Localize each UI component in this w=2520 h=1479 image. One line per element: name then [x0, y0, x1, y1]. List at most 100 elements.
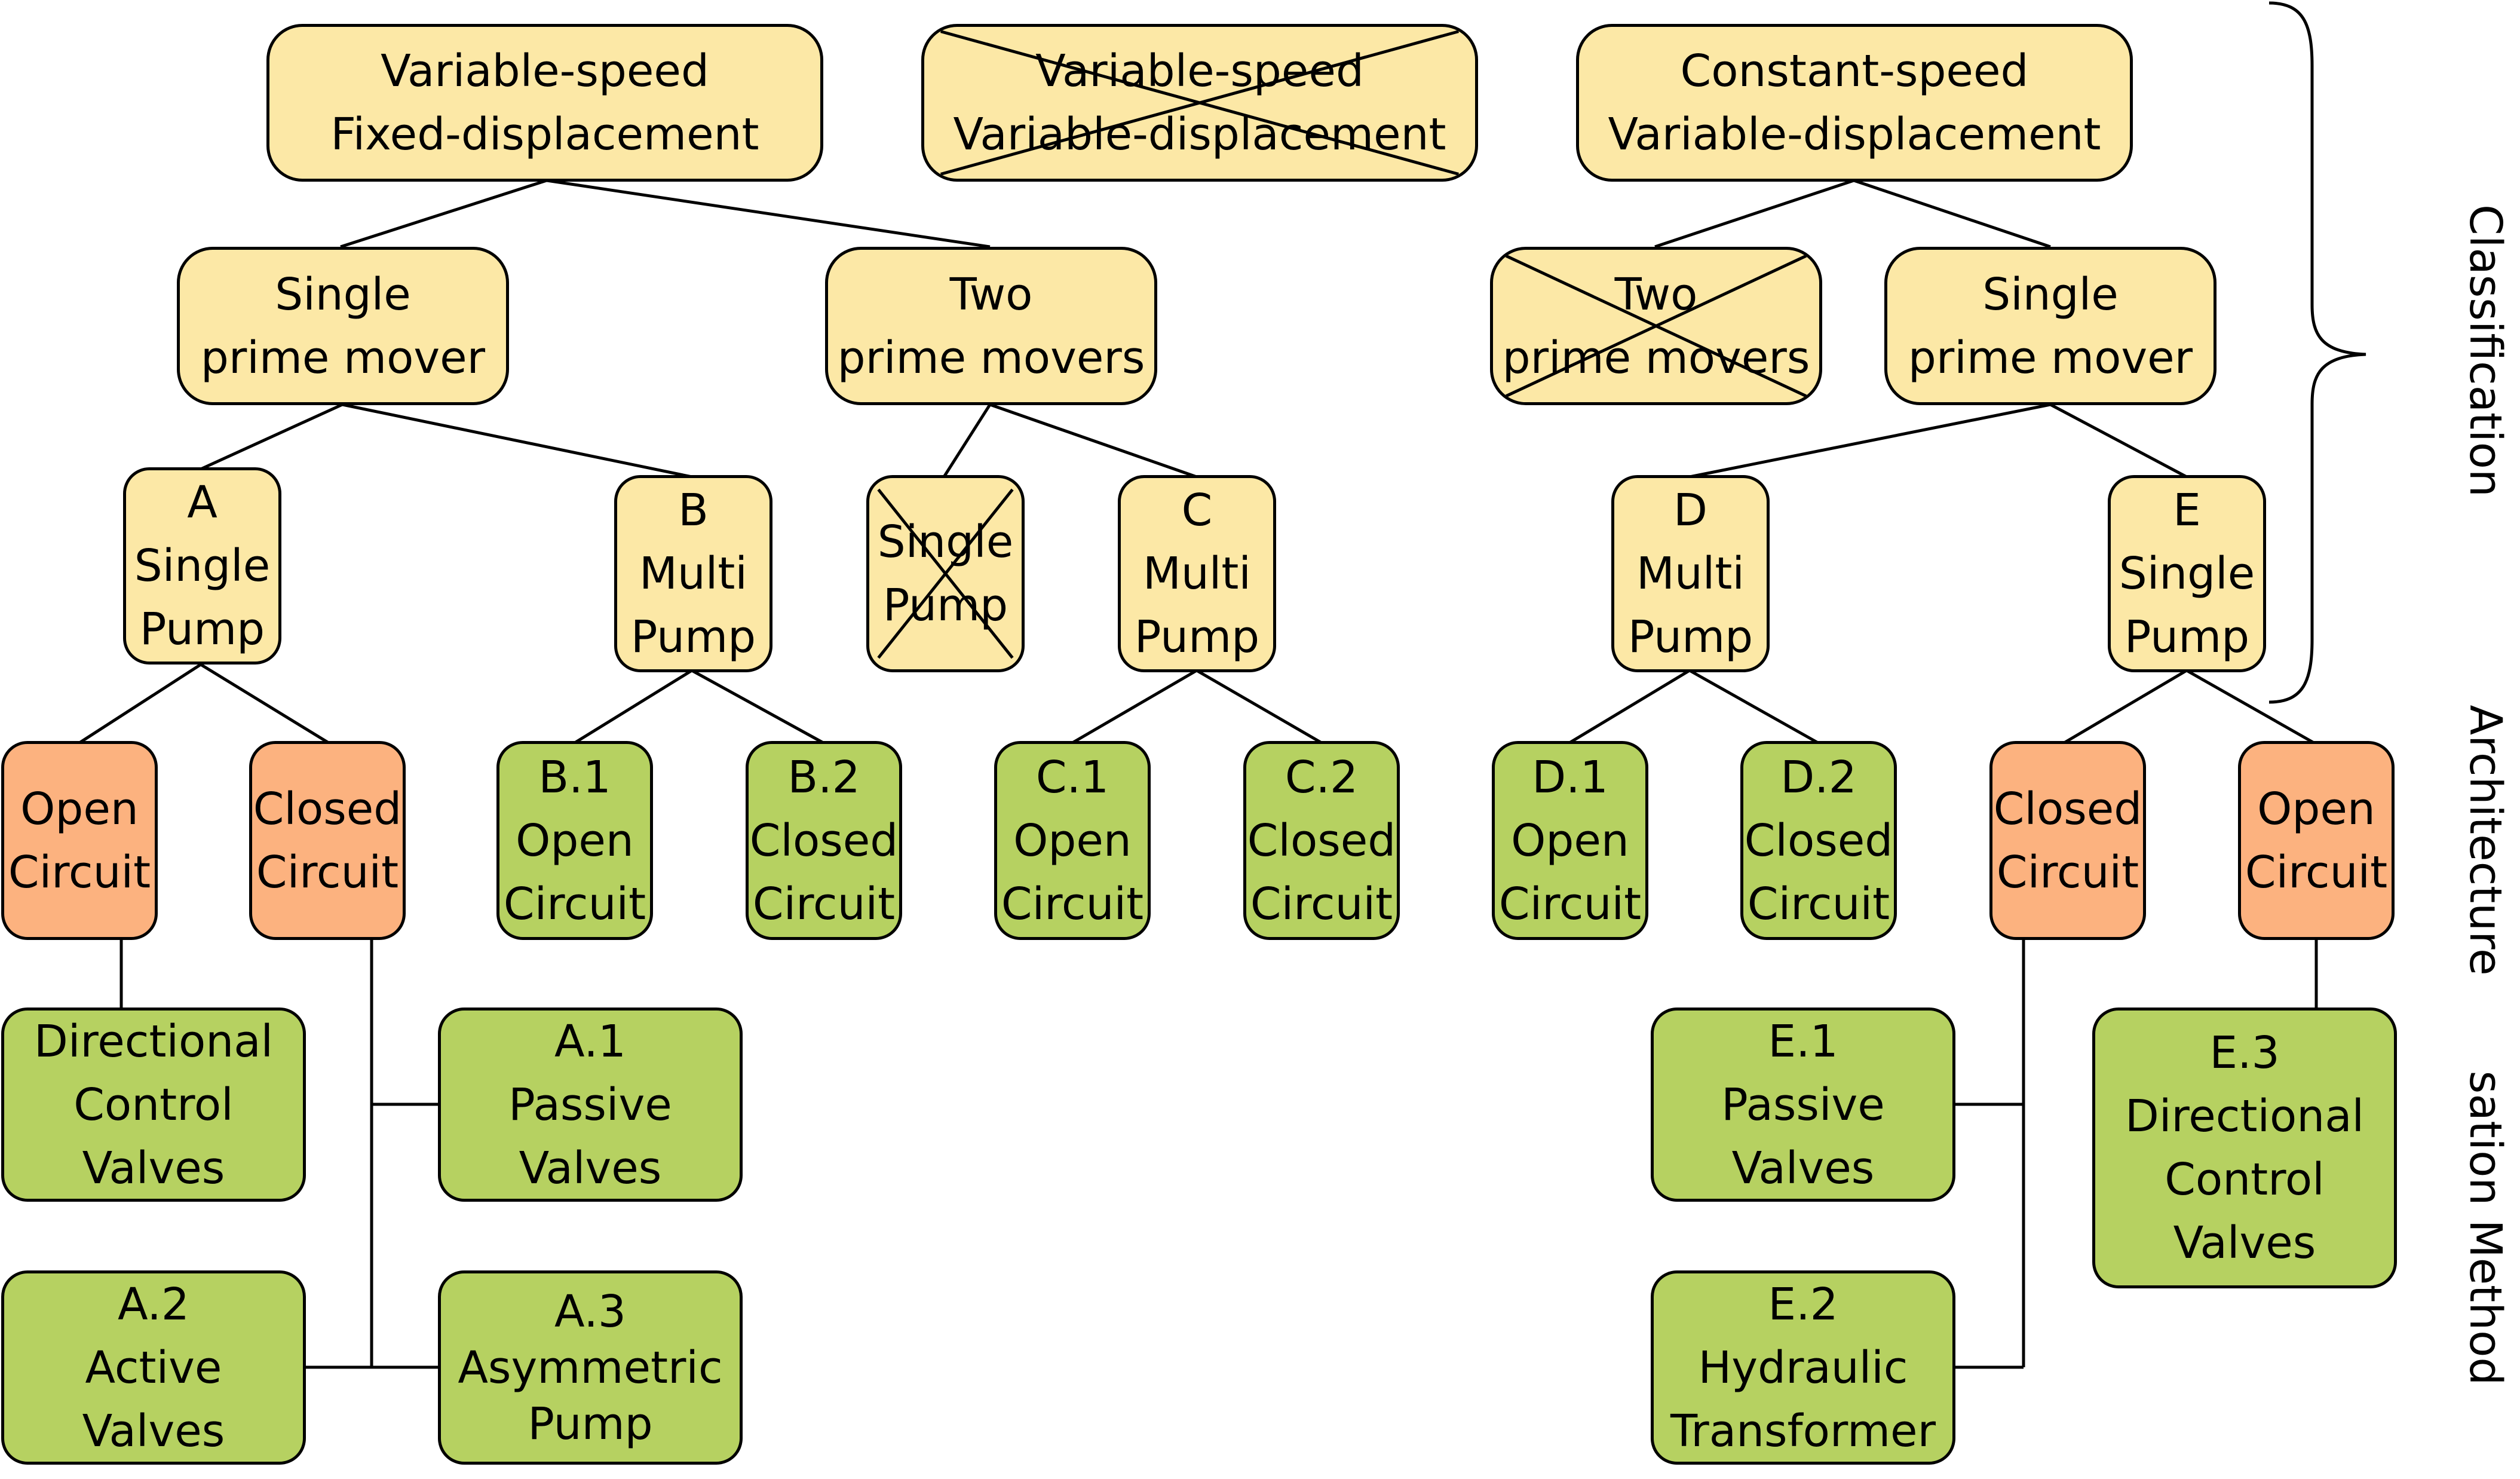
node-line: Open [20, 783, 139, 835]
node-line: B.2 [787, 751, 860, 803]
node-line: Control [73, 1079, 234, 1131]
node-single-prime-mover-right: Single prime mover [1884, 247, 2217, 405]
node-line: Single [275, 268, 411, 320]
node-line: Hydraulic [1698, 1342, 1908, 1394]
node-variable-speed-variable-displacement-excluded: Variable-speed Variable-displacement [921, 24, 1478, 182]
excluded-cross-icon [1493, 250, 1819, 402]
node-E-single-pump: E Single Pump [2108, 475, 2266, 672]
node-line: Circuit [752, 878, 896, 930]
node-line: Valves [519, 1142, 662, 1194]
edge [1071, 669, 1198, 745]
node-line: Pump [2124, 611, 2250, 663]
node-directional-control-valves-A: Directional Control Valves [1, 1008, 306, 1202]
node-line: D [1673, 485, 1707, 536]
node-line: Pump [528, 1398, 653, 1450]
edge [200, 663, 330, 745]
node-B1-open-circuit: B.1 Open Circuit [496, 741, 653, 940]
node-line: Pump [882, 580, 1008, 631]
node-line: A.1 [554, 1015, 626, 1067]
node-line: A [187, 477, 217, 528]
node-line: E.1 [1768, 1015, 1838, 1067]
node-C2-closed-circuit: C.2 Closed Circuit [1243, 741, 1400, 940]
edge [340, 179, 547, 249]
node-E1-passive-valves: E.1 Passive Valves [1651, 1008, 1955, 1202]
node-line: D.2 [1780, 751, 1857, 803]
edge [574, 669, 693, 745]
edge [1853, 179, 2051, 249]
edge [691, 669, 824, 745]
node-C-multi-pump: C Multi Pump [1118, 475, 1276, 672]
node-line: Closed [1247, 814, 1396, 866]
node-line: Closed [1993, 783, 2142, 835]
node-line: E.3 [2209, 1027, 2280, 1079]
node-line: Open [2257, 783, 2375, 835]
node-line: Asymmetric [458, 1342, 723, 1394]
node-E-closed-circuit: Closed Circuit [1989, 741, 2146, 940]
node-line: B [678, 485, 709, 536]
node-line: Single [134, 540, 271, 592]
side-label-line: Architecture [2460, 705, 2511, 976]
side-label-flow-compensation-method: Flow Compen- sation Method [2455, 977, 2520, 1479]
node-line: Single [2119, 548, 2255, 599]
node-line: Variable-displacement [1608, 109, 2101, 160]
node-line: Pump [139, 604, 265, 655]
node-line: Circuit [8, 846, 151, 898]
node-line: D.1 [1532, 751, 1608, 803]
node-two-prime-movers-left: Two prime movers [825, 247, 1157, 405]
edge [942, 403, 992, 478]
node-line: Circuit [1996, 846, 2139, 898]
node-variable-speed-fixed-displacement: Variable-speed Fixed-displacement [266, 24, 823, 182]
edge [342, 403, 692, 479]
edge [2185, 669, 2315, 745]
node-line: C [1181, 485, 1213, 536]
curly-brace [2268, 1, 2366, 704]
node-line: Variable-displacement [953, 109, 1446, 160]
side-label-circuit-architecture: Circuit Architecture [2455, 667, 2520, 1013]
node-single-pump-excluded: Single Pump [866, 475, 1025, 672]
node-line: Closed [253, 783, 402, 835]
node-line: Circuit [503, 878, 646, 930]
node-line: Directional [2124, 1091, 2365, 1142]
edge [2063, 669, 2188, 745]
node-two-prime-movers-right-excluded: Two prime movers [1490, 247, 1822, 405]
edge [1688, 669, 1819, 745]
node-line: Closed [749, 814, 899, 866]
node-line: Control [2165, 1154, 2325, 1205]
node-line: Open [1013, 814, 1132, 866]
node-line: Multi [1636, 548, 1745, 599]
excluded-cross-icon [924, 27, 1475, 179]
node-line: Circuit [2245, 846, 2388, 898]
node-line: Circuit [1001, 878, 1144, 930]
node-line: Directional [33, 1015, 274, 1067]
node-line: Variable-speed [381, 45, 709, 97]
node-D1-open-circuit: D.1 Open Circuit [1492, 741, 1648, 940]
node-A1-passive-valves: A.1 Passive Valves [438, 1008, 743, 1202]
node-line: Passive [1721, 1079, 1885, 1131]
edge [1195, 669, 1323, 745]
node-A2-active-valves: A.2 Active Valves [1, 1270, 306, 1465]
node-line: Circuit [1498, 878, 1642, 930]
node-line: Single [877, 516, 1014, 568]
node-line: C.1 [1035, 751, 1109, 803]
node-constant-speed-variable-displacement: Constant-speed Variable-displacement [1576, 24, 2133, 182]
node-single-prime-mover-left: Single prime mover [177, 247, 509, 405]
node-line: Closed [1744, 814, 1893, 866]
node-E-open-circuit: Open Circuit [2238, 741, 2395, 940]
edge [78, 663, 202, 745]
node-line: Valves [1731, 1142, 1875, 1194]
excluded-cross-icon [869, 478, 1022, 669]
side-label-line: Classification [2460, 204, 2511, 497]
node-line: Open [1511, 814, 1629, 866]
node-line: Constant-speed [1680, 45, 2029, 97]
node-D2-closed-circuit: D.2 Closed Circuit [1740, 741, 1897, 940]
node-A-closed-circuit: Closed Circuit [249, 741, 406, 940]
node-B2-closed-circuit: B.2 Closed Circuit [746, 741, 902, 940]
node-A-open-circuit: Open Circuit [1, 741, 158, 940]
node-A-single-pump: A Single Pump [123, 467, 281, 665]
node-line: Pump [1627, 611, 1753, 663]
node-line: C.2 [1284, 751, 1359, 803]
node-line: Circuit [1250, 878, 1393, 930]
node-C1-open-circuit: C.1 Open Circuit [994, 741, 1151, 940]
node-line: prime mover [1908, 332, 2193, 384]
